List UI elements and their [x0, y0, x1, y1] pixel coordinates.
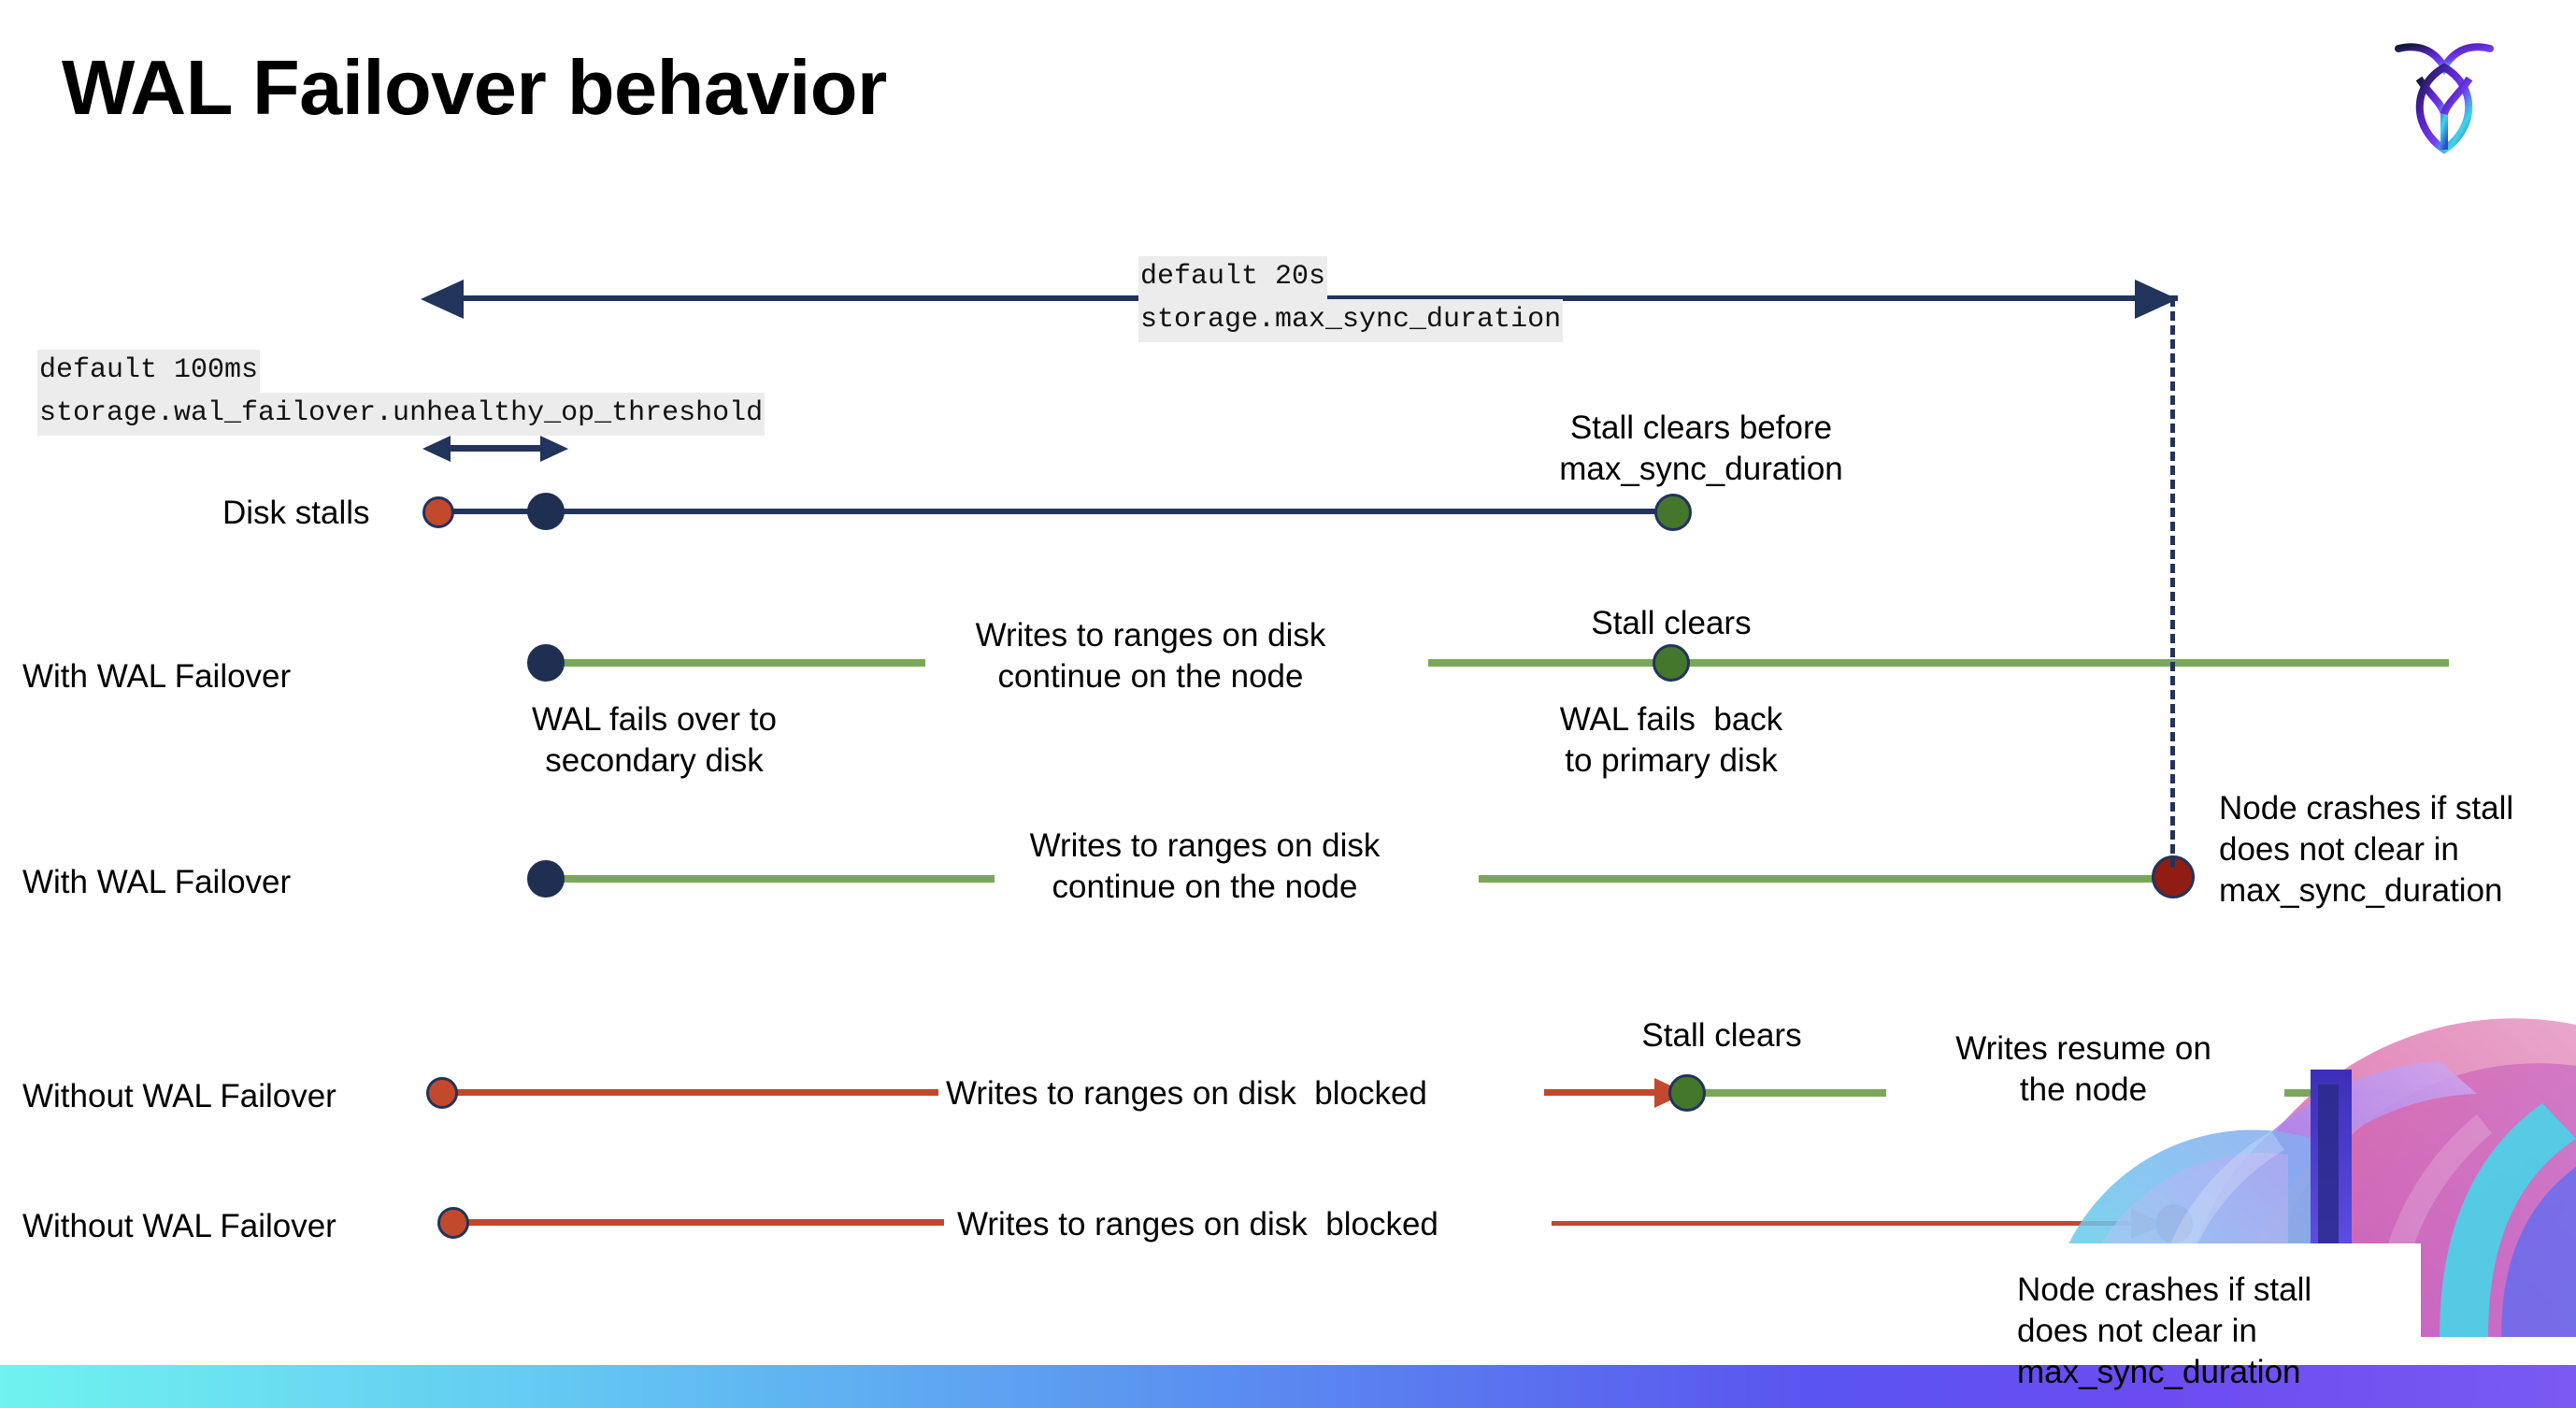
- with-wal-failover-clears-failover-dot: [527, 644, 565, 682]
- unhealthy-op-threshold-setting: storage.wal_failover.unhealthy_op_thresh…: [37, 392, 766, 436]
- disk-stalls-clear-dot: [1654, 494, 1692, 531]
- cockroachdb-logo-icon: [2393, 34, 2496, 155]
- disk-stalls-annotation: Stall clears before max_sync_duration: [1559, 409, 1843, 487]
- without-wal-failover-crash-annotation: Node crashes if stall does not clear in …: [2017, 1272, 2312, 1390]
- unhealthy-op-threshold-default: default 100ms: [37, 350, 261, 393]
- disk-stalls-start-dot: [422, 496, 454, 528]
- without-wal-failover-crash-mid-label: Writes to ranges on disk blocked: [957, 1206, 1438, 1243]
- without-wal-failover-crash-start-dot: [437, 1207, 469, 1239]
- without-wal-failover-clears-resume-segment-2: [2284, 1089, 2469, 1097]
- max-sync-duration-dashed-guide: [2170, 297, 2175, 868]
- without-wal-failover-clears-resume-segment-1: [1682, 1089, 1886, 1097]
- row-label-with-wal-failover-clears: With WAL Failover: [22, 658, 292, 695]
- row-label-with-wal-failover-crash: With WAL Failover: [22, 864, 292, 900]
- with-wal-failover-clears-mid-label: Writes to ranges on disk continue on the…: [975, 617, 1326, 695]
- with-wal-failover-clears-clear-dot: [1653, 644, 1690, 682]
- with-wal-failover-clears-segment-2: [1428, 659, 2449, 667]
- row-label-without-wal-failover-crash: Without WAL Failover: [22, 1208, 336, 1244]
- with-wal-failover-crash-annotation: Node crashes if stall does not clear in …: [2219, 790, 2514, 909]
- with-wal-failover-crash-segment-2: [1479, 875, 2174, 883]
- max-sync-duration-default: default 20s: [1138, 256, 1328, 299]
- with-wal-failover-clears-above-clear: Stall clears: [1591, 605, 1752, 641]
- max-sync-duration-callout: default 20s storage.max_sync_duration: [1138, 256, 1564, 342]
- unhealthy-op-threshold-callout: default 100ms storage.wal_failover.unhea…: [37, 350, 766, 436]
- max-sync-duration-left-arrowhead: [421, 280, 464, 319]
- unhealthy-op-threshold-double-arrow: [422, 436, 568, 462]
- without-wal-failover-clears-mid-label: Writes to ranges on disk blocked: [946, 1075, 1427, 1112]
- without-wal-failover-crash-blocked-line-1: [458, 1219, 944, 1226]
- row-label-without-wal-failover-clears: Without WAL Failover: [22, 1078, 336, 1114]
- with-wal-failover-clears-below-clear: WAL fails back to primary disk: [1559, 701, 1783, 779]
- with-wal-failover-clears-below-start: WAL fails over to secondary disk: [532, 701, 777, 779]
- without-wal-failover-crash-blocked-line-2: [1552, 1221, 2150, 1226]
- disk-stalls-failover-dot: [527, 493, 565, 530]
- without-wal-failover-clears-blocked-line-2: [1544, 1089, 1667, 1096]
- page-title: WAL Failover behavior: [62, 44, 887, 131]
- max-sync-duration-right-arrowhead: [2135, 280, 2178, 319]
- with-wal-failover-crash-segment-1: [540, 875, 995, 883]
- bottom-gradient-bar: [0, 1365, 2576, 1408]
- without-wal-failover-clears-above-clear: Stall clears: [1641, 1017, 1802, 1054]
- without-wal-failover-clears-start-dot: [426, 1077, 458, 1109]
- without-wal-failover-clears-resume-label: Writes resume on the node: [1955, 1030, 2211, 1108]
- without-wal-failover-clears-clear-dot: [1668, 1074, 1706, 1112]
- with-wal-failover-crash-failover-dot: [527, 860, 565, 898]
- with-wal-failover-crash-mid-label: Writes to ranges on disk continue on the…: [1029, 827, 1381, 905]
- without-wal-failover-crash-crash-dot: [2155, 1204, 2193, 1243]
- without-wal-failover-clears-blocked-line: [452, 1089, 938, 1096]
- with-wal-failover-clears-segment-1: [540, 659, 925, 667]
- max-sync-duration-setting: storage.max_sync_duration: [1138, 298, 1564, 342]
- disk-stalls-timeline: [437, 509, 1671, 514]
- row-label-disk-stalls: Disk stalls: [222, 495, 370, 531]
